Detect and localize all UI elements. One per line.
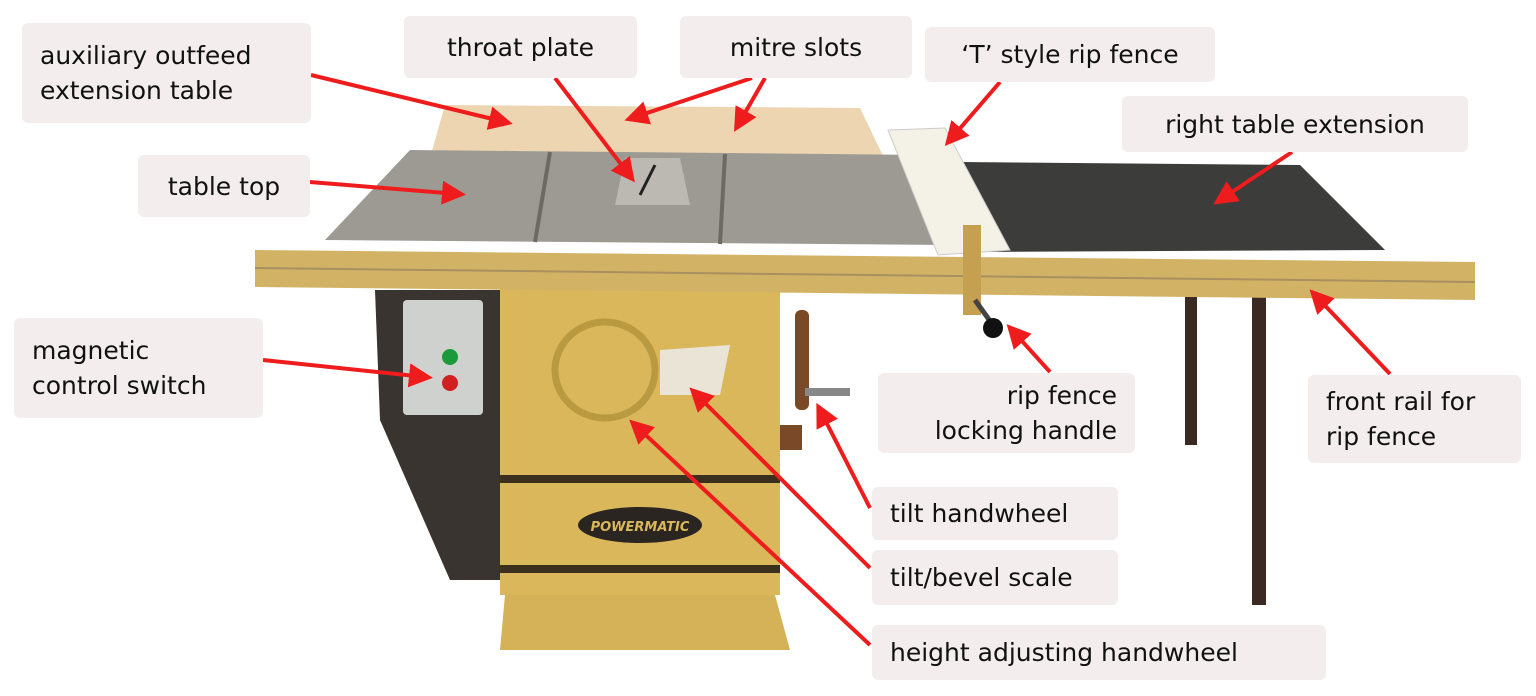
label-rip-fence: ‘T’ style rip fence bbox=[925, 27, 1215, 82]
arrow-throat bbox=[553, 76, 635, 183]
arrow-locking bbox=[1006, 324, 1052, 374]
label-mitre-slots: mitre slots bbox=[680, 16, 912, 78]
tilt-handwheel bbox=[795, 310, 809, 410]
label-front-rail: front rail for rip fence bbox=[1308, 375, 1521, 463]
label-right-extension: right table extension bbox=[1122, 96, 1468, 152]
bevel-scale bbox=[660, 345, 730, 395]
svg-text:POWERMATIC: POWERMATIC bbox=[591, 520, 690, 535]
rip-fence bbox=[887, 127, 1011, 256]
label-magnetic-switch: magnetic control switch bbox=[14, 318, 263, 418]
label-auxiliary-outfeed: auxiliary outfeed extension table bbox=[22, 23, 311, 123]
right-extension bbox=[960, 162, 1385, 252]
label-height-handwheel: height adjusting handwheel bbox=[872, 625, 1326, 680]
arrow-bevel bbox=[689, 387, 872, 570]
arrow-switch bbox=[262, 358, 433, 388]
arrow-tilt bbox=[816, 402, 872, 509]
label-locking-handle: rip fence locking handle bbox=[878, 373, 1135, 453]
arrow-mitre-2 bbox=[734, 77, 767, 132]
label-throat-plate: throat plate bbox=[404, 16, 637, 78]
locking-handle-knob bbox=[983, 318, 1003, 338]
arrow-front-rail bbox=[1309, 289, 1392, 376]
throat-plate bbox=[615, 158, 690, 205]
label-table-top: table top bbox=[138, 155, 310, 217]
height-handwheel bbox=[551, 318, 659, 422]
arrow-table-top bbox=[309, 180, 466, 205]
label-bevel-scale: tilt/bevel scale bbox=[872, 550, 1118, 605]
arrow-outfeed bbox=[310, 73, 513, 130]
powermatic-logo bbox=[578, 507, 702, 543]
arrow-right-ext bbox=[1213, 150, 1294, 205]
arrow-mitre-1 bbox=[624, 76, 753, 125]
arrow-fence bbox=[944, 80, 1002, 147]
label-tilt-handwheel: tilt handwheel bbox=[872, 487, 1118, 540]
outfeed-table bbox=[430, 105, 885, 160]
arrow-height bbox=[629, 419, 872, 647]
